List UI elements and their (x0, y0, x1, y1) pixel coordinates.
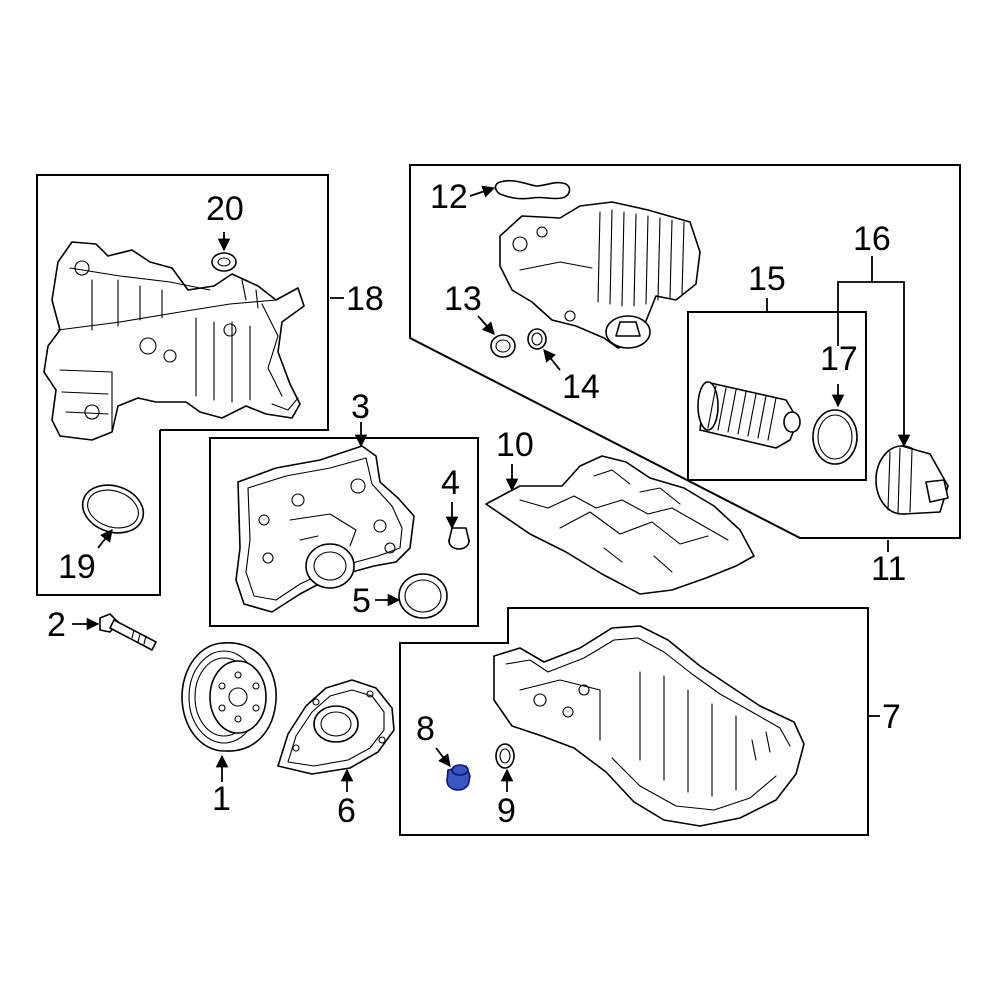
callout-5: 5 (352, 582, 371, 620)
washer-9-drawing (495, 743, 515, 769)
callout-13: 13 (444, 280, 482, 318)
oil-filter-element-15-drawing (697, 381, 801, 449)
pulley-1-drawing (181, 642, 277, 752)
callout-6: 6 (337, 792, 356, 830)
group-18-frame (36, 174, 329, 596)
o-ring-17-drawing (812, 409, 858, 465)
callout-17: 17 (820, 340, 858, 378)
gasket-12-drawing (494, 179, 571, 200)
callout-20: 20 (206, 190, 244, 228)
group-3-frame (209, 437, 479, 627)
baffle-10-drawing (485, 455, 755, 595)
callout-16: 16 (853, 220, 891, 258)
callout-7: 7 (882, 698, 901, 736)
seal-5-drawing (398, 573, 448, 619)
oil-cooler-drawing (499, 201, 701, 349)
callout-9: 9 (497, 792, 516, 830)
plug-4-drawing (448, 527, 470, 550)
seal-20-drawing (211, 252, 237, 272)
callout-3: 3 (351, 388, 370, 426)
callout-18: 18 (346, 280, 384, 318)
callout-1: 1 (212, 780, 231, 818)
callout-19: 19 (58, 548, 96, 586)
washer-14-drawing (527, 328, 547, 350)
seal-retainer-6-drawing (277, 679, 395, 775)
group-15-frame (687, 311, 867, 481)
timing-cover-drawing (235, 445, 415, 613)
callout-15: 15 (748, 260, 786, 298)
callout-11: 11 (871, 550, 906, 588)
callout-4: 4 (441, 464, 460, 502)
oil-pan-7-drawing (493, 625, 805, 827)
callout-2: 2 (47, 606, 66, 644)
plug-13-drawing (490, 334, 516, 358)
callout-14: 14 (562, 368, 600, 406)
group-11-frame (409, 164, 961, 539)
callout-12: 12 (430, 178, 468, 216)
o-ring-19-drawing (81, 484, 145, 534)
filter-cap-16-drawing (875, 445, 949, 515)
oil-filter-housing-drawing (43, 241, 305, 441)
callout-10: 10 (496, 426, 534, 464)
group-7-frame (399, 607, 869, 836)
bolt-2-drawing (99, 613, 157, 651)
callout-8: 8 (416, 710, 435, 748)
drain-plug-8-drawing (446, 764, 471, 791)
leader-lines (72, 185, 911, 792)
